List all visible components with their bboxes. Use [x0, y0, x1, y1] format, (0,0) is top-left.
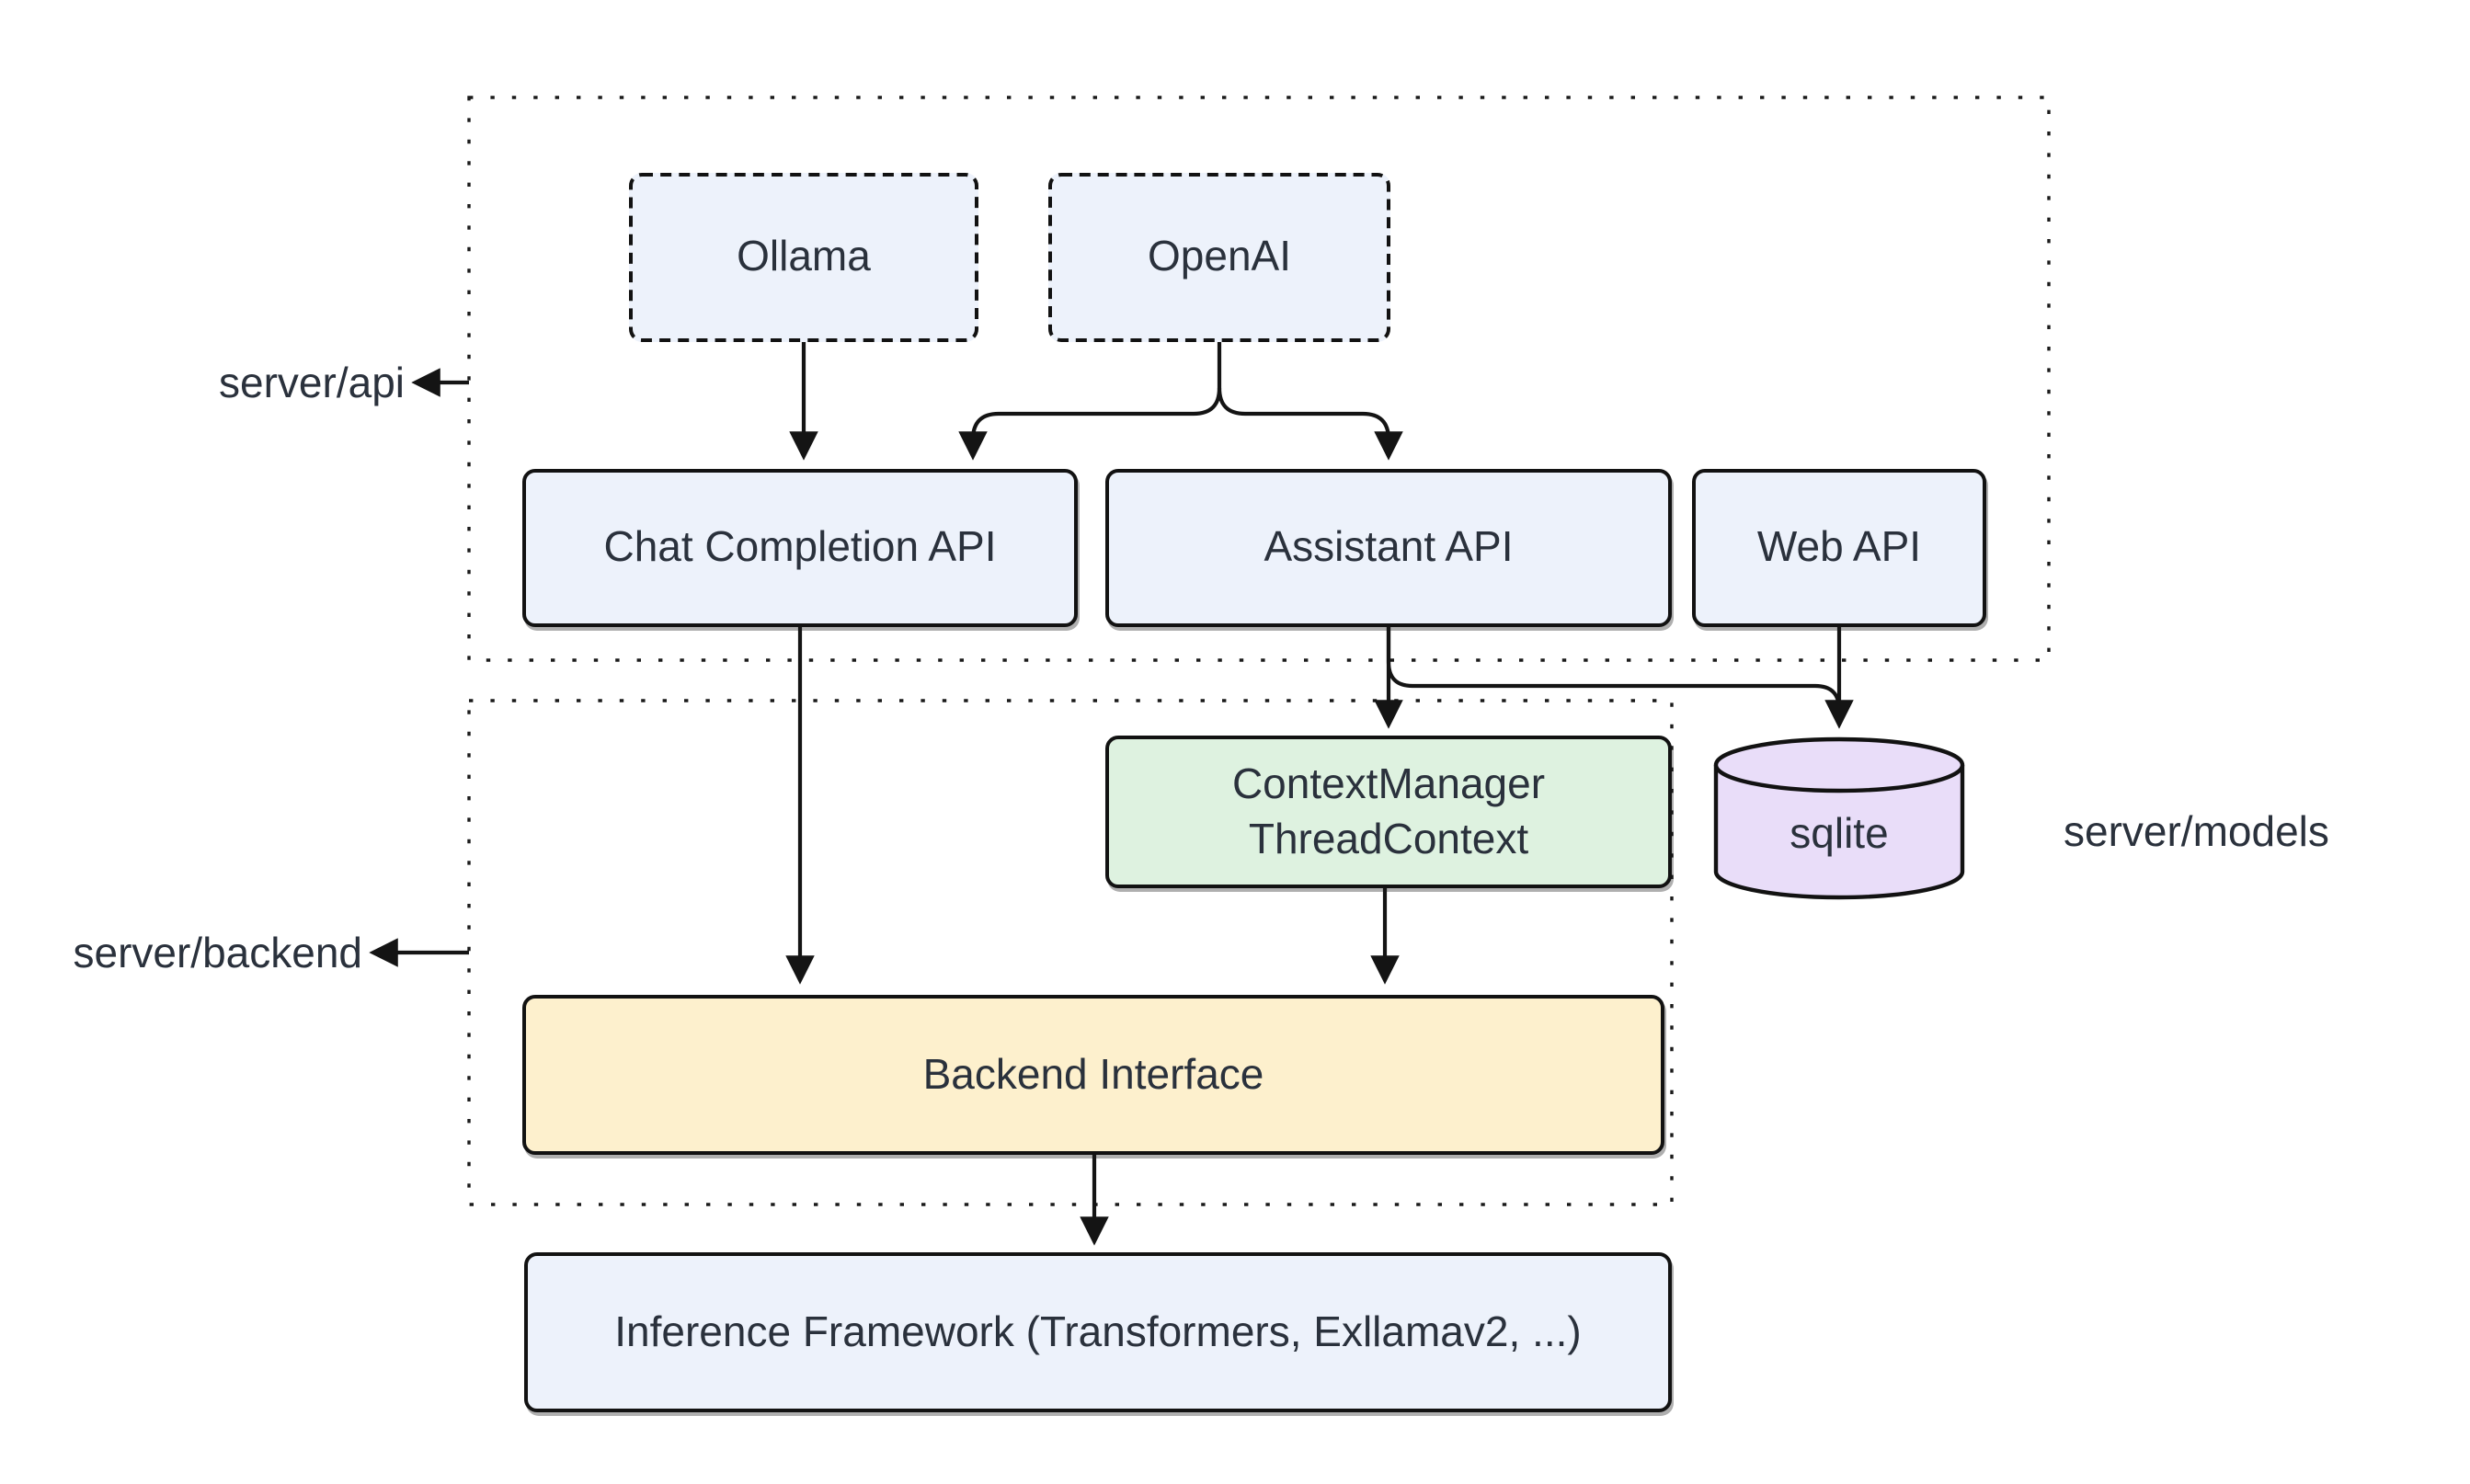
node-inference-framework: Inference Framework (Transformers, Exlla… [524, 1252, 1672, 1412]
node-inference-framework-label: Inference Framework (Transformers, Exlla… [614, 1307, 1582, 1355]
node-openai: OpenAI [1048, 173, 1390, 342]
node-ollama: Ollama [629, 173, 978, 342]
label-server-api: server/api [219, 359, 405, 406]
node-assistant-api-label: Assistant API [1264, 522, 1514, 571]
node-backend-interface: Backend Interface [522, 995, 1664, 1155]
node-chat-completion-api: Chat Completion API [522, 469, 1078, 627]
node-context-manager: ContextManager ThreadContext [1105, 736, 1672, 888]
edge-assistant-to-sqlite [1386, 627, 1842, 717]
node-sqlite-label: sqlite [1790, 809, 1889, 857]
node-openai-label: OpenAI [1148, 232, 1291, 280]
label-server-backend: server/backend [73, 929, 363, 976]
label-server-models: server/models [2064, 807, 2329, 855]
node-web-api: Web API [1692, 469, 1986, 627]
node-ollama-label: Ollama [737, 232, 871, 280]
edge-openai-to-chat [958, 342, 1222, 461]
node-backend-interface-label: Backend Interface [922, 1049, 1264, 1098]
node-web-api-label: Web API [1756, 522, 1922, 571]
node-chat-completion-api-label: Chat Completion API [603, 522, 997, 571]
node-context-manager-line1: ContextManager [1231, 759, 1546, 807]
node-assistant-api: Assistant API [1105, 469, 1672, 627]
server-api-container [467, 96, 2051, 662]
node-context-manager-line2: ThreadContext [1248, 814, 1529, 862]
sqlite-cylinder [1713, 736, 1965, 900]
edge-openai-to-assistant [1217, 387, 1403, 461]
